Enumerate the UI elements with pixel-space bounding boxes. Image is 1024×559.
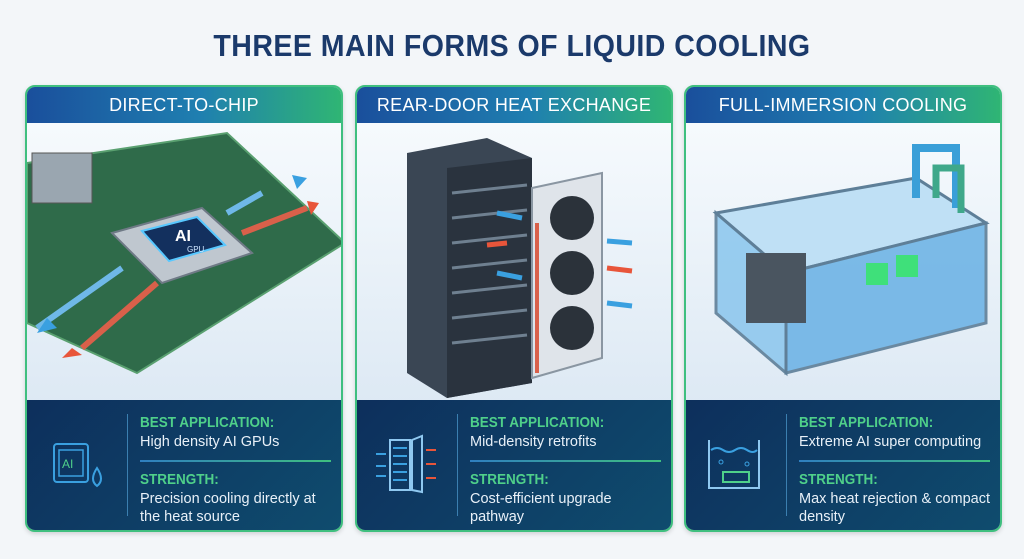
- ai-chip-droplet-icon: AI: [27, 400, 127, 530]
- rack-door-icon: [357, 400, 457, 530]
- strength-label: STRENGTH:: [470, 471, 549, 488]
- info-panel: BEST APPLICATION: Mid-density retrofits …: [357, 400, 671, 530]
- info-panel: AI BEST APPLICATION: High density AI GPU…: [27, 400, 341, 530]
- strength-value: Precision cooling directly at the heat s…: [140, 491, 316, 525]
- info-panel: BEST APPLICATION: Extreme AI super compu…: [686, 400, 1000, 530]
- best-application-label: BEST APPLICATION:: [140, 414, 275, 431]
- best-application-value: High density AI GPUs: [140, 434, 280, 450]
- card-heading: FULL-IMMERSION COOLING: [686, 87, 1000, 123]
- immersion-tank-icon: [686, 400, 786, 530]
- strength-label: STRENGTH:: [799, 471, 878, 488]
- svg-text:AI: AI: [62, 457, 73, 471]
- page-title: THREE MAIN FORMS OF LIQUID COOLING: [213, 28, 811, 63]
- card-full-immersion: FULL-IMMERSION COOLING BEST APPLICATION:…: [684, 85, 1002, 532]
- immersion-tank-illustration: [686, 123, 1000, 403]
- best-application-value: Mid-density retrofits: [470, 434, 597, 450]
- best-application-label: BEST APPLICATION:: [799, 414, 934, 431]
- best-application-label: BEST APPLICATION:: [470, 414, 605, 431]
- strength-value: Cost-efficient upgrade pathway: [470, 491, 612, 525]
- card-direct-to-chip: DIRECT-TO-CHIP AI GPU AI BEST APPLICATIO…: [25, 85, 343, 532]
- card-heading: REAR-DOOR HEAT EXCHANGE: [357, 87, 671, 123]
- motherboard-illustration: AI GPU: [27, 123, 341, 403]
- strength-label: STRENGTH:: [140, 471, 219, 488]
- chip-label: AI: [175, 228, 191, 245]
- best-application-value: Extreme AI super computing: [799, 434, 982, 450]
- strength-value: Max heat rejection & compact density: [799, 491, 991, 525]
- rack-door-illustration: [357, 123, 671, 403]
- chip-sublabel: GPU: [187, 245, 205, 254]
- card-heading: DIRECT-TO-CHIP: [27, 87, 341, 123]
- card-rear-door: REAR-DOOR HEAT EXCHANGE BEST APPLICATION…: [355, 85, 673, 532]
